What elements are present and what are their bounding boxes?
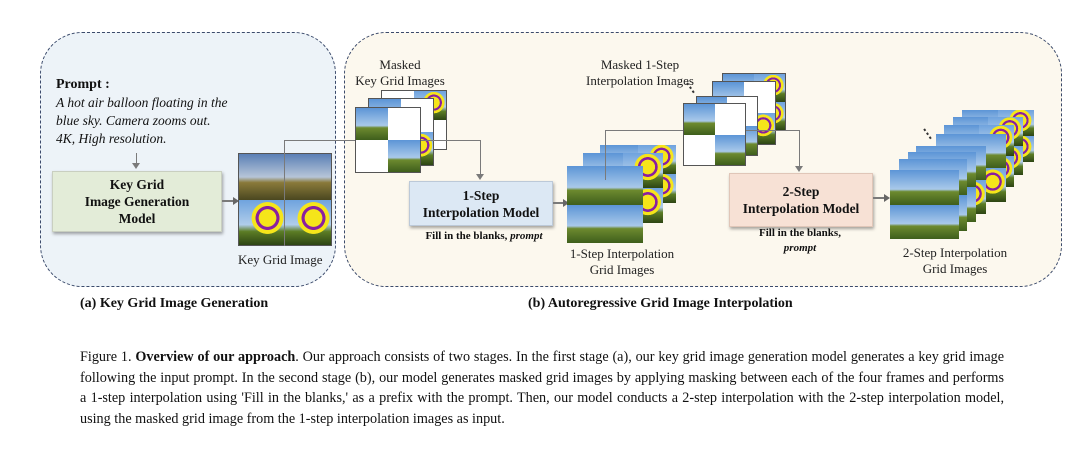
subtext-italic: prompt [783,242,817,254]
key-grid-generation-model: Key Grid Image Generation Model [52,171,222,232]
label-line: Key Grid Images [355,73,445,88]
connector-masked-down [480,140,482,176]
step2-interpolation-model: 2-Step Interpolation Model [729,173,873,227]
arrow-prompt-to-model [136,153,138,167]
model-label-line: Image Generation [84,194,190,209]
label-line: Masked [379,57,421,72]
subtext-plain: Fill in the blanks, [425,230,508,242]
model-label-line: Key Grid [109,177,165,192]
masked-step1-label: Masked 1-Step Interpolation Images [570,57,710,89]
arrow-model-to-keygrid [222,200,234,202]
connector-keygrid-right [284,140,358,142]
label-line: Masked 1-Step [600,57,680,72]
label-line: Grid Images [922,261,988,276]
step1-output-label: 1-Step Interpolation Grid Images [552,246,692,278]
prompt-title: Prompt : [56,77,110,92]
arrowhead-icon [476,174,484,180]
connector-masked1-down [799,130,801,168]
panel-b-title: (b) Autoregressive Grid Image Interpolat… [528,296,793,311]
step2-subtext: Fill in the blanks, prompt [729,226,871,256]
connector-step1-up [605,130,607,180]
label-line: Interpolation Images [586,73,694,88]
caption-text: . Our approach consists of two stages. I… [80,349,1005,427]
masked-step1-front [683,103,746,166]
label-line: Grid Images [589,262,655,277]
label-line: 1-Step Interpolation [569,246,675,261]
figure-caption: Figure 1. Overview of our approach. Our … [80,347,1004,429]
subtext-italic: prompt [510,230,543,242]
prompt-line: blue sky. Camera zooms out. [56,113,211,128]
panel-a-title: (a) Key Grid Image Generation [80,296,269,311]
label-line: 2-Step Interpolation [902,245,1008,260]
arrowhead-icon [233,197,239,205]
masked-key-grid-label: Masked Key Grid Images [340,57,460,89]
subtext-plain: Fill in the blanks, [759,227,841,239]
key-grid-image-label: Key Grid Image [238,252,323,267]
model-label-line: Interpolation Model [742,201,860,216]
arrowhead-icon [132,163,140,169]
arrowhead-icon [795,166,803,172]
caption-bold: Overview of our approach [135,349,296,365]
step1-subtext: Fill in the blanks, prompt [409,229,559,244]
prompt-line: A hot air balloon floating in the [56,95,228,110]
step2-output-front [890,170,959,239]
connector-keygrid-up [284,140,286,246]
prompt-line: 4K, High resolution. [56,131,167,146]
arrowhead-icon [563,199,569,207]
prompt-text: A hot air balloon floating in the blue s… [56,94,286,148]
connector-masked1-right [746,130,800,132]
model-label-line: 2-Step [782,184,820,199]
step2-output-label: 2-Step Interpolation Grid Images [885,245,1025,277]
masked-key-grid-front [355,107,421,173]
connector-step1-right [605,130,685,132]
model-label-line: 1-Step [462,187,500,203]
model-label-line: Interpolation Model [422,204,540,220]
arrow-step1-to-output [553,202,565,204]
step1-interpolation-model: 1-Step Interpolation Model [409,181,553,226]
connector-masked-right [421,140,481,142]
model-label-line: Model [118,211,156,226]
arrow-step2-to-output [873,197,885,199]
arrowhead-icon [884,194,890,202]
figure-number: Figure 1. [80,349,132,365]
